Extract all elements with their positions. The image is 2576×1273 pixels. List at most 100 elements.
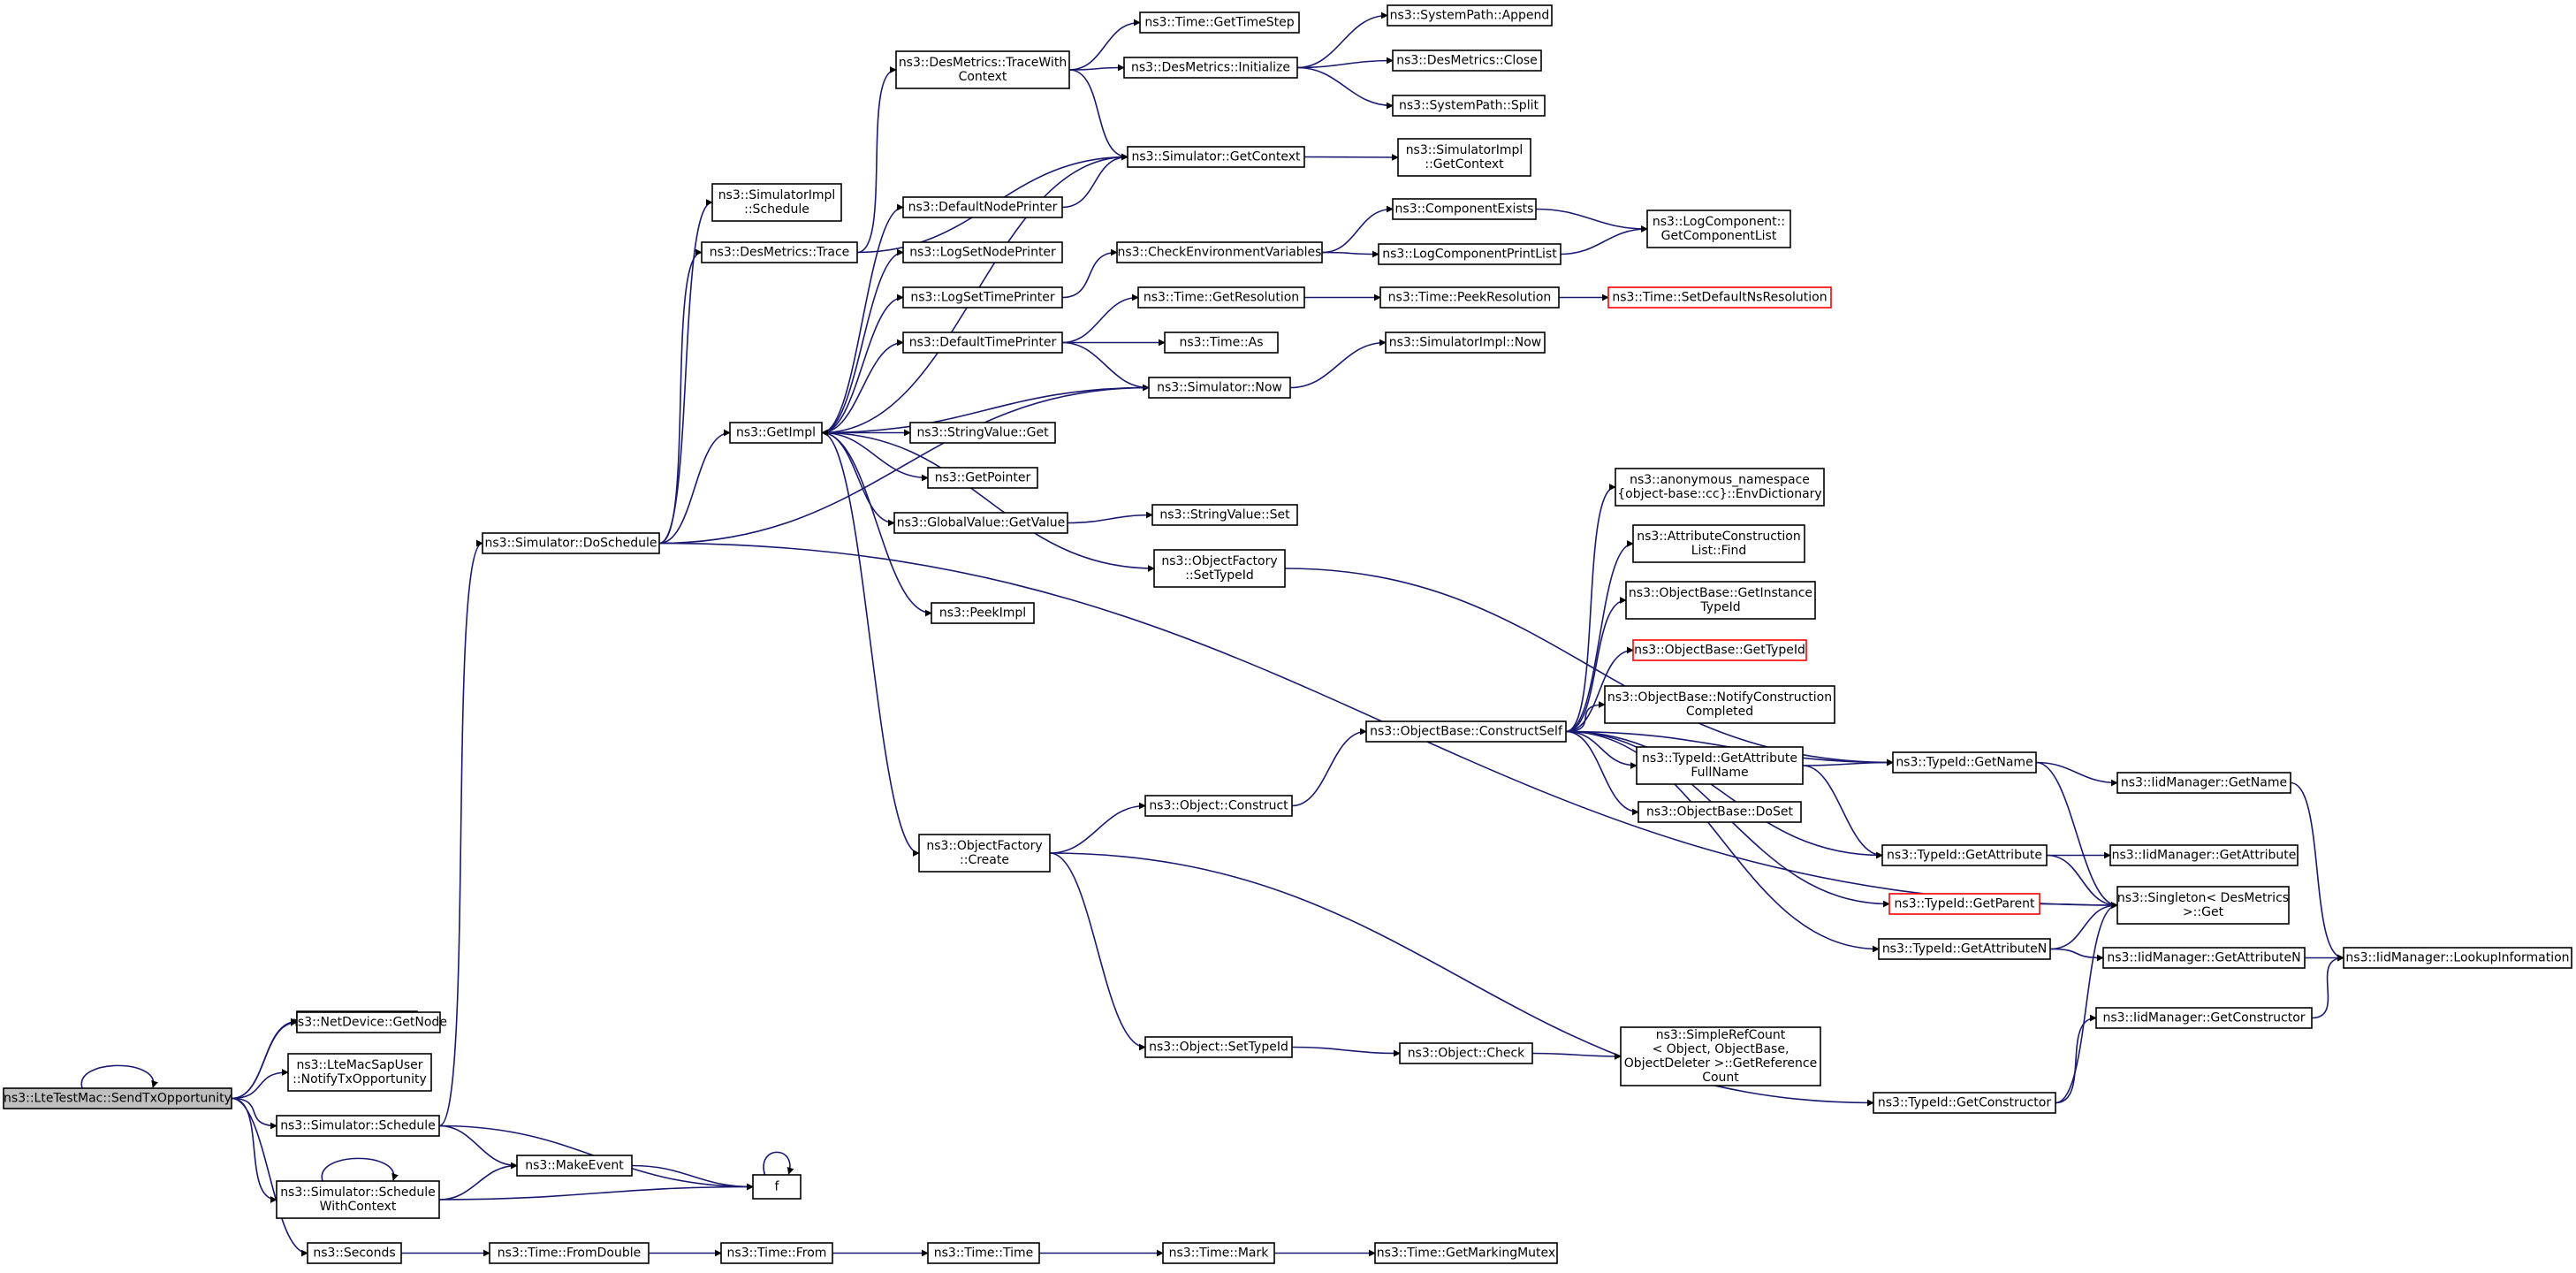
node-label: < Object, ObjectBase,	[1653, 1042, 1790, 1056]
node-label: ns3::IidManager::GetAttribute	[2112, 849, 2297, 863]
node-tidgetctor[interactable]: ns3::TypeId::GetConstructor	[1873, 1092, 2056, 1114]
node-logcomplist[interactable]: ns3::LogComponentPrintList	[1378, 243, 1562, 265]
call-edge	[1061, 341, 1150, 392]
call-edge	[1061, 248, 1118, 299]
node-getpointer[interactable]: ns3::GetPointer	[927, 467, 1038, 489]
node-getrefcount[interactable]: ns3::SimpleRefCount< Object, ObjectBase,…	[1620, 1026, 1821, 1086]
node-deftimeprinter[interactable]: ns3::DefaultTimePrinter	[902, 332, 1063, 354]
node-iidgetctor[interactable]: ns3::IidManager::GetConstructor	[2095, 1007, 2313, 1029]
node-objcheck[interactable]: ns3::Object::Check	[1399, 1042, 1533, 1064]
node-fromdouble[interactable]: ns3::Time::FromDouble	[489, 1242, 650, 1264]
node-getres[interactable]: ns3::Time::GetResolution	[1137, 286, 1305, 309]
edge-desinit-to-append	[1296, 11, 1388, 69]
node-label: ns3::ObjectFactory	[926, 839, 1042, 853]
node-label: ::SetTypeId	[1185, 568, 1254, 583]
node-doschedule[interactable]: ns3::Simulator::DoSchedule	[482, 532, 660, 554]
node-compexists[interactable]: ns3::ComponentExists	[1392, 198, 1537, 220]
node-box	[1392, 95, 1546, 117]
node-envdict[interactable]: ns3::anonymous_namespace{object-base::cc…	[1615, 468, 1825, 507]
node-label: Count	[1702, 1071, 1739, 1085]
edge-schedule-to-makeevent	[438, 1124, 518, 1170]
node-label: ns3::SimpleRefCount	[1656, 1028, 1786, 1042]
node-lookup[interactable]: ns3::IidManager::LookupInformation	[2343, 947, 2572, 969]
node-desmtrace[interactable]: ns3::DesMetrics::Trace	[701, 241, 858, 263]
node-obgettid[interactable]: ns3::ObjectBase::GetTypeId	[1632, 639, 1807, 661]
edge-constructself-to-doset	[1565, 730, 1639, 816]
node-box	[1646, 210, 1791, 248]
node-constructself[interactable]: ns3::ObjectBase::ConstructSelf	[1365, 720, 1567, 743]
call-edge	[658, 384, 1150, 545]
node-ofsettid[interactable]: ns3::ObjectFactory::SetTypeId	[1153, 549, 1286, 588]
node-makeevent[interactable]: ns3::MakeEvent	[516, 1155, 633, 1177]
node-defnodeprinter[interactable]: ns3::DefaultNodePrinter	[902, 196, 1063, 218]
node-tidgetattrn[interactable]: ns3::TypeId::GetAttributeN	[1878, 938, 2051, 960]
node-label: ns3::GlobalValue::GetValue	[897, 516, 1065, 530]
node-doset[interactable]: ns3::ObjectBase::DoSet	[1638, 801, 1802, 823]
node-notifyconst[interactable]: ns3::ObjectBase::NotifyConstructionCompl…	[1604, 685, 1835, 724]
node-markmutex[interactable]: ns3::Time::GetMarkingMutex	[1374, 1242, 1558, 1264]
node-objsettid[interactable]: ns3::Object::SetTypeId	[1144, 1036, 1293, 1058]
node-gettimestep[interactable]: ns3::Time::GetTimeStep	[1139, 11, 1300, 34]
node-timeas[interactable]: ns3::Time::As	[1164, 332, 1279, 354]
node-strset[interactable]: ns3::StringValue::Set	[1151, 504, 1298, 526]
node-iidgetattr[interactable]: ns3::IidManager::GetAttribute	[2109, 844, 2299, 866]
node-box	[752, 1174, 802, 1200]
node-objconstruct[interactable]: ns3::Object::Construct	[1144, 795, 1293, 817]
node-label: ns3::Time::As	[1179, 336, 1263, 350]
node-peekres[interactable]: ns3::Time::PeekResolution	[1379, 286, 1560, 309]
edge-constructself-to-obgettid	[1565, 646, 1634, 733]
call-edge	[438, 1183, 754, 1201]
node-box	[1144, 1036, 1293, 1058]
call-edge	[1049, 802, 1146, 854]
node-implschedule[interactable]: ns3::SimulatorImpl::Schedule	[711, 183, 842, 222]
node-simgetctx[interactable]: ns3::Simulator::GetContext	[1127, 146, 1305, 168]
node-f[interactable]: f	[752, 1174, 802, 1200]
node-label: ns3::LogSetTimePrinter	[910, 291, 1055, 305]
node-tidgetparent[interactable]: ns3::TypeId::GetParent	[1888, 893, 2040, 915]
node-label: ns3::AttributeConstruction	[1637, 530, 1800, 544]
node-box	[1164, 332, 1279, 354]
node-root[interactable]: ns3::LteTestMac::SendTxOpportunity	[3, 1087, 232, 1109]
node-tidgetattr[interactable]: ns3::TypeId::GetAttribute	[1881, 844, 2048, 866]
node-seconds[interactable]: ns3::Seconds	[307, 1242, 402, 1264]
node-setdefres[interactable]: ns3::Time::SetDefaultNsResolution	[1607, 286, 1832, 309]
node-notifytx[interactable]: ns3::LteMacSapUser::NotifyTxOpportunity	[287, 1053, 432, 1092]
node-logsettime[interactable]: ns3::LogSetTimePrinter	[902, 286, 1063, 309]
node-simnow[interactable]: ns3::Simulator::Now	[1148, 377, 1291, 399]
node-singleton[interactable]: ns3::Singleton< DesMetrics >::Get	[2116, 886, 2290, 925]
node-desclose[interactable]: ns3::DesMetrics::Close	[1392, 50, 1542, 72]
node-peekimpl[interactable]: ns3::PeekImpl	[931, 602, 1035, 624]
node-getcomplist[interactable]: ns3::LogComponent::GetComponentList	[1646, 210, 1791, 248]
node-iidgetname[interactable]: ns3::IidManager::GetName	[2116, 772, 2291, 794]
node-iidgetattrn[interactable]: ns3::IidManager::GetAttributeN	[2102, 947, 2306, 969]
edge-objconstruct-to-constructself	[1291, 728, 1367, 807]
node-strget[interactable]: ns3::StringValue::Get	[909, 422, 1056, 444]
node-implnow[interactable]: ns3::SimulatorImpl::Now	[1385, 332, 1546, 354]
edge-tracewith-to-gettimestep	[1068, 19, 1141, 71]
node-ofcreate[interactable]: ns3::ObjectFactory::Create	[918, 834, 1051, 873]
edge-defnodeprinter-to-simgetctx	[1061, 153, 1128, 209]
node-timemark[interactable]: ns3::Time::Mark	[1162, 1242, 1275, 1264]
node-timefrom[interactable]: ns3::Time::From	[720, 1242, 833, 1264]
call-edge	[1531, 1052, 1622, 1060]
node-logsetnode[interactable]: ns3::LogSetNodePrinter	[902, 241, 1063, 263]
edge-ofcreate-to-tidgetctor	[1049, 852, 1874, 1107]
node-desinit[interactable]: ns3::DesMetrics::Initialize	[1123, 57, 1298, 79]
node-getimpl[interactable]: ns3::GetImpl	[729, 422, 823, 444]
node-globalget[interactable]: ns3::GlobalValue::GetValue	[893, 512, 1068, 534]
node-getnode[interactable]: ns3::NetDevice::GetNode	[290, 1011, 447, 1033]
node-tidgetname[interactable]: ns3::TypeId::GetName	[1892, 751, 2037, 774]
node-schedule[interactable]: ns3::Simulator::Schedule	[276, 1115, 440, 1137]
edge-constructself-to-getattrfull	[1565, 730, 1638, 769]
node-timetime[interactable]: ns3::Time::Time	[927, 1242, 1040, 1264]
node-split[interactable]: ns3::SystemPath::Split	[1392, 95, 1546, 117]
node-box	[2116, 886, 2290, 925]
node-append[interactable]: ns3::SystemPath::Append	[1387, 4, 1553, 27]
node-implgetctx[interactable]: ns3::SimulatorImpl::GetContext	[1397, 138, 1531, 177]
node-checkenv[interactable]: ns3::CheckEnvironmentVariables	[1116, 241, 1323, 263]
